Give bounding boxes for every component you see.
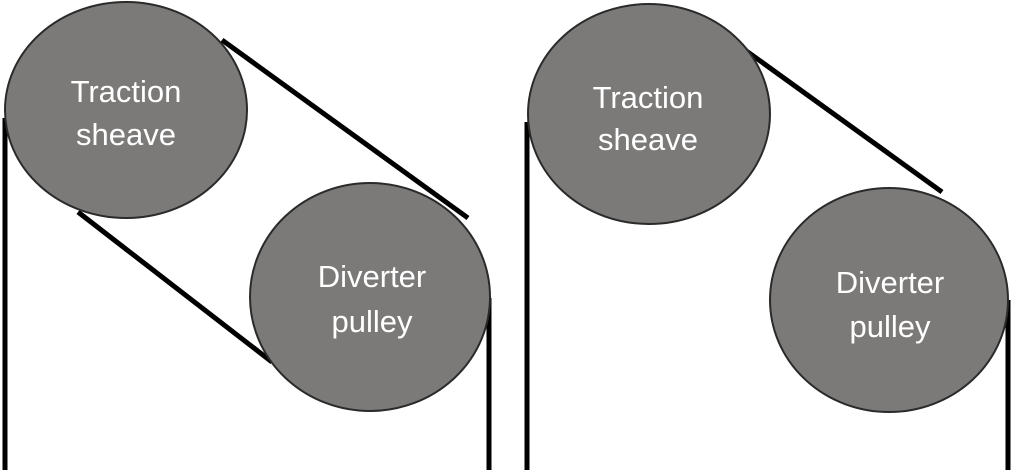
diverter-pulley xyxy=(249,182,491,412)
rope-lower-tangent xyxy=(76,210,274,364)
rope-top-tangent xyxy=(743,47,944,195)
diverter-pulley xyxy=(769,187,1009,413)
rope-top-tangent xyxy=(220,37,470,221)
sheave-label-line2: sheave xyxy=(76,117,176,152)
pulley-label-line2: pulley xyxy=(332,304,413,339)
pulley-label-line1: Diverter xyxy=(836,265,945,300)
single-wrap-diagram: Traction sheave Diverter pulley xyxy=(524,3,1011,470)
traction-sheave xyxy=(527,3,771,225)
double-wrap-diagram: Traction sheave Diverter pulley xyxy=(2,1,492,470)
pulley-label-line1: Diverter xyxy=(318,259,427,294)
sheave-label-line1: Traction xyxy=(593,80,704,115)
traction-sheave xyxy=(4,1,248,219)
sheave-label-line1: Traction xyxy=(71,74,182,109)
sheave-label-line2: sheave xyxy=(598,122,698,157)
pulley-label-line2: pulley xyxy=(850,309,931,344)
